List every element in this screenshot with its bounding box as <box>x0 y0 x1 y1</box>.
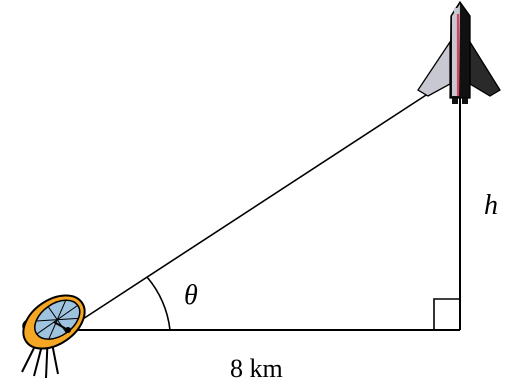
base-label: 8 km <box>230 354 283 383</box>
right-angle-marker <box>433 298 460 330</box>
satellite-dish-icon <box>21 294 86 379</box>
height-label: h <box>484 190 498 221</box>
space-shuttle-icon <box>417 0 501 104</box>
angle-label: θ <box>184 280 198 311</box>
angle-arc <box>146 276 171 331</box>
hypotenuse-line <box>65 83 444 331</box>
